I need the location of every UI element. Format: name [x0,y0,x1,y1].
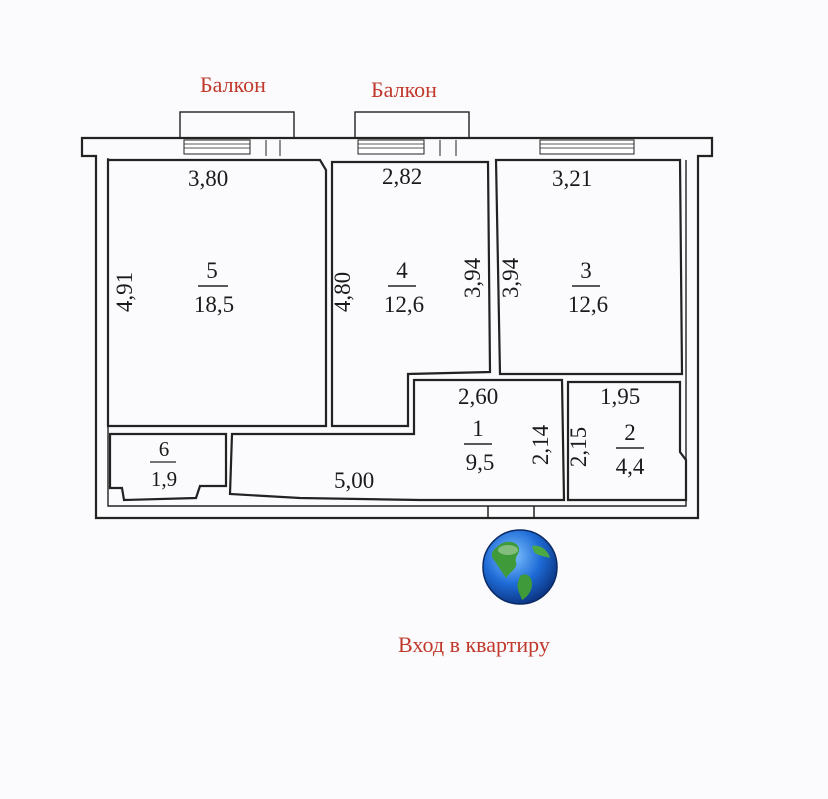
room5-number: 5 [206,258,218,283]
room6-area: 1,9 [151,467,177,491]
room1-width: 2,60 [458,384,498,409]
room4-area: 12,6 [384,292,424,317]
room3-area: 12,6 [568,292,608,317]
balcony-left [179,111,295,156]
room1-height: 2,14 [528,424,553,465]
room5-width: 3,80 [188,166,228,191]
corridor-length: 5,00 [334,468,374,493]
room4-height-right: 3,94 [460,257,485,298]
balcony-left-label: Балкон [200,72,266,97]
globe-icon [482,529,558,605]
room2-number: 2 [624,420,636,445]
room1-area: 9,5 [466,450,495,475]
room4-width: 2,82 [382,164,422,189]
room2-height: 2,15 [566,427,591,467]
room1-number: 1 [472,416,484,441]
balcony-right [354,111,470,156]
interior-walls [106,158,688,518]
room2-width: 1,95 [600,384,640,409]
room5-height: 4,91 [112,272,137,312]
room5-area: 18,5 [194,292,234,317]
entrance-label: Вход в квартиру [398,632,550,657]
room4-number: 4 [396,258,408,283]
balcony-right-label: Балкон [371,77,437,102]
room4-height: 4,80 [330,272,355,312]
window-room3 [539,139,635,155]
room2-area: 4,4 [616,454,645,479]
room6-number: 6 [159,437,170,461]
room3-height: 3,94 [498,257,523,298]
room3-width: 3,21 [552,166,592,191]
room3-number: 3 [580,258,592,283]
